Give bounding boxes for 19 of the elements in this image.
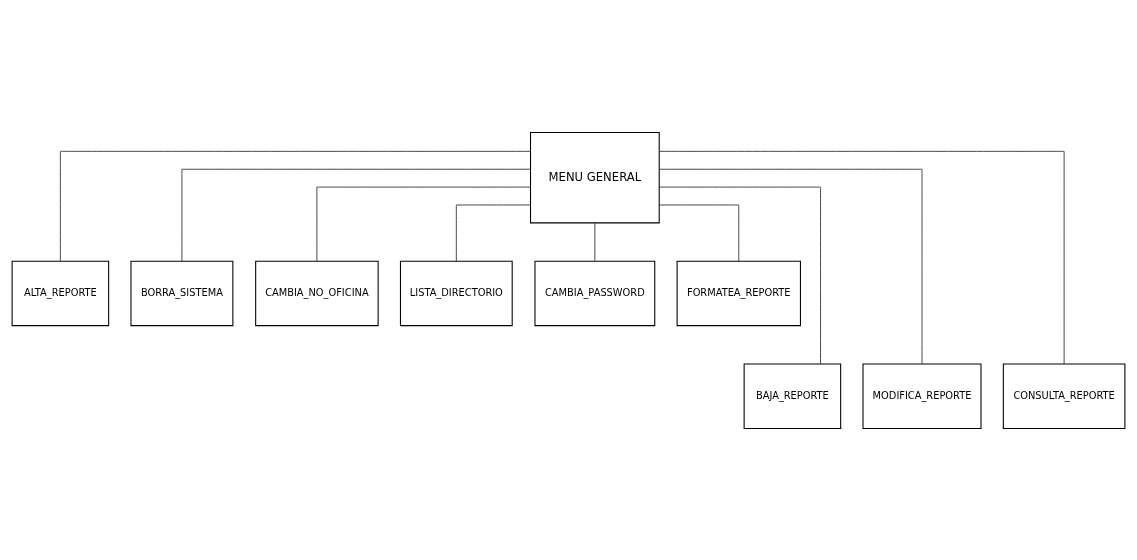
connector (316, 186, 531, 262)
node-box: CAMBIA_NO_OFICINA (255, 260, 379, 326)
node-box: FORMATEA_REPORTE (676, 260, 801, 326)
connector (658, 204, 740, 262)
node-box: MENU GENERAL (529, 131, 660, 223)
connector (659, 168, 923, 364)
connector (658, 150, 1065, 364)
connector (594, 222, 596, 261)
node-box: CONSULTA_REPORTE (1002, 363, 1126, 429)
node-box: CAMBIA_PASSWORD (534, 260, 656, 326)
node-box: BAJA_REPORTE (743, 363, 842, 429)
node-box: LISTA_DIRECTORIO (399, 260, 513, 326)
node-box: ALTA_REPORTE (11, 260, 110, 326)
connector (455, 204, 531, 262)
node-box: BORRA_SISTEMA (130, 260, 234, 326)
connector (59, 150, 531, 262)
connector (181, 168, 531, 262)
node-box: MODIFICA_REPORTE (862, 363, 982, 429)
connector (658, 186, 821, 364)
